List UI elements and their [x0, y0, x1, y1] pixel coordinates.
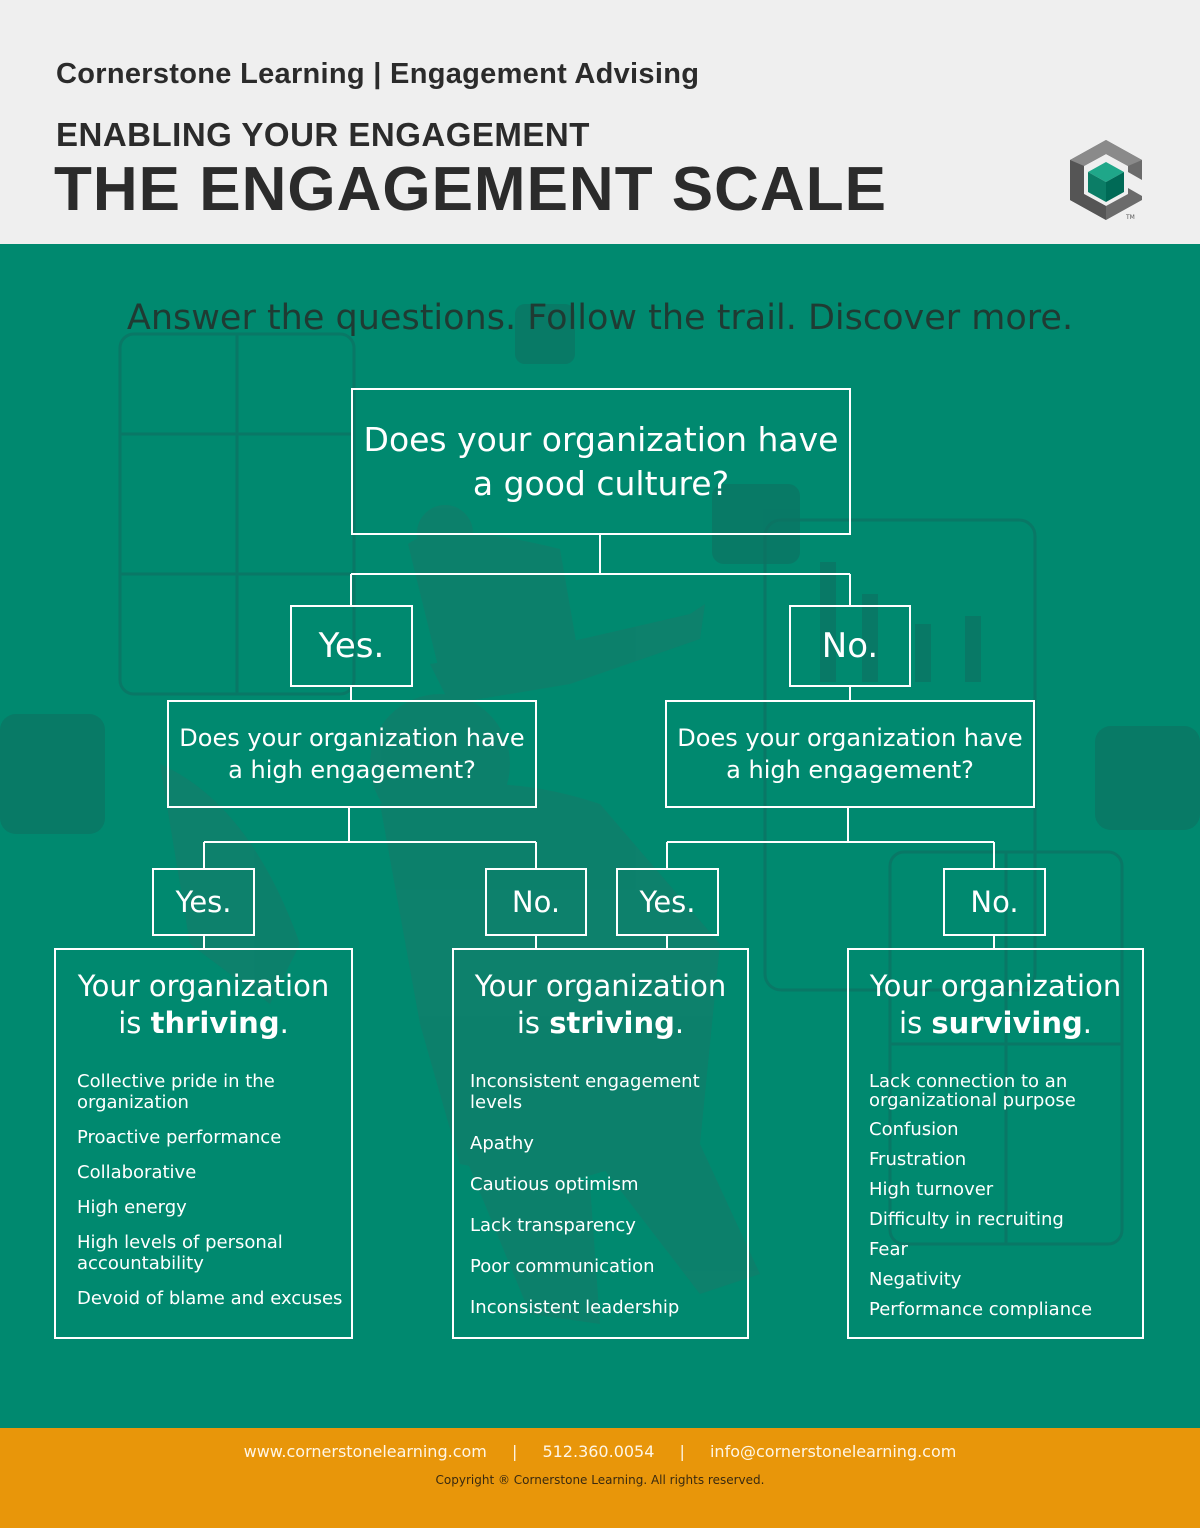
- result-surviving-state: surviving: [931, 1006, 1083, 1040]
- result-surviving-prefix: Your organization: [869, 969, 1122, 1003]
- result-thriving-prefix: Your organization: [77, 969, 330, 1003]
- answer-culture-yes: Yes.: [290, 605, 413, 687]
- header: Cornerstone Learning | Engagement Advisi…: [0, 0, 1200, 244]
- page-title: THE ENGAGEMENT SCALE: [54, 155, 887, 224]
- logo-trademark: TM: [1125, 214, 1135, 221]
- result-thriving-title: Your organization is thriving.: [56, 968, 351, 1042]
- question-culture: Does your organization have a good cultu…: [351, 388, 851, 535]
- result-surviving: Your organization is surviving. Lack con…: [847, 948, 1144, 1339]
- surviving-list: Lack connection to an organizational pur…: [869, 1072, 1139, 1320]
- surviving-item: Frustration: [869, 1149, 967, 1170]
- surviving-item: Negativity: [869, 1269, 962, 1290]
- thriving-list: Collective pride in the organization Pro…: [77, 1071, 347, 1309]
- phone-link[interactable]: 512.360.0054: [542, 1442, 655, 1461]
- footer: [0, 1428, 1200, 1528]
- result-surviving-dot: .: [1082, 1006, 1092, 1040]
- background-illustration: [0, 304, 1200, 1324]
- result-striving: Your organization is striving. Inconsist…: [452, 948, 749, 1339]
- surviving-item: Confusion: [869, 1119, 959, 1140]
- result-striving-state: striving: [549, 1006, 675, 1040]
- thriving-item: High levels of personal accountability: [77, 1232, 283, 1274]
- result-thriving: Your organization is thriving. Collectiv…: [54, 948, 353, 1339]
- surviving-item: Fear: [869, 1239, 908, 1260]
- result-striving-title: Your organization is striving.: [454, 968, 747, 1042]
- surviving-item: Difficulty in recruiting: [869, 1209, 1064, 1230]
- brand-line: Cornerstone Learning | Engagement Advisi…: [56, 58, 700, 90]
- thriving-item: High energy: [77, 1197, 187, 1218]
- result-thriving-dot: .: [279, 1006, 289, 1040]
- striving-item: Lack transparency: [470, 1215, 636, 1236]
- surviving-item: High turnover: [869, 1179, 994, 1200]
- copyright: Copyright ® Cornerstone Learning. All ri…: [435, 1473, 765, 1487]
- answer-right-yes: Yes.: [616, 868, 719, 936]
- striving-item: Inconsistent leadership: [470, 1297, 680, 1318]
- flow-connectors: [203, 535, 995, 948]
- cornerstone-logo-icon: TM: [1070, 140, 1142, 221]
- striving-item: Apathy: [470, 1133, 534, 1154]
- answer-right-no: No.: [943, 868, 1046, 936]
- kicker-heading: ENABLING YOUR ENGAGEMENT: [56, 116, 590, 153]
- answer-left-no: No.: [485, 868, 587, 936]
- surviving-item: Performance compliance: [869, 1299, 1093, 1320]
- result-striving-is: is: [516, 1006, 541, 1040]
- main-panel: [0, 244, 1200, 1428]
- website-link[interactable]: www.cornerstonelearning.com: [243, 1442, 487, 1461]
- result-thriving-is: is: [118, 1006, 142, 1040]
- striving-item: Cautious optimism: [470, 1174, 639, 1195]
- email-link[interactable]: info@cornerstonelearning.com: [709, 1442, 957, 1461]
- thriving-item: Devoid of blame and excuses: [77, 1288, 343, 1309]
- answer-culture-no: No.: [789, 605, 911, 687]
- footer-contact: www.cornerstonelearning.com | 512.360.00…: [0, 1442, 1200, 1461]
- footer-separator: |: [679, 1442, 685, 1461]
- result-thriving-state: thriving: [150, 1006, 280, 1040]
- surviving-item: Lack connection to an organizational pur…: [869, 1071, 1076, 1111]
- result-striving-prefix: Your organization: [474, 969, 727, 1003]
- striving-list: Inconsistent engagement levels Apathy Ca…: [470, 1071, 742, 1318]
- question-engagement-left: Does your organization have a high engag…: [167, 700, 537, 808]
- answer-left-yes: Yes.: [152, 868, 255, 936]
- thriving-item: Collaborative: [77, 1162, 197, 1183]
- question-engagement-right: Does your organization have a high engag…: [665, 700, 1035, 808]
- thriving-item: Collective pride in the organization: [77, 1071, 275, 1113]
- result-striving-dot: .: [674, 1006, 685, 1040]
- result-surviving-title: Your organization is surviving.: [849, 968, 1142, 1042]
- footer-separator: |: [511, 1442, 518, 1461]
- striving-item: Inconsistent engagement levels: [470, 1071, 700, 1113]
- striving-item: Poor communication: [470, 1256, 655, 1277]
- thriving-item: Proactive performance: [77, 1127, 282, 1148]
- result-surviving-is: is: [899, 1006, 923, 1040]
- tagline: Answer the questions. Follow the trail. …: [126, 298, 1074, 338]
